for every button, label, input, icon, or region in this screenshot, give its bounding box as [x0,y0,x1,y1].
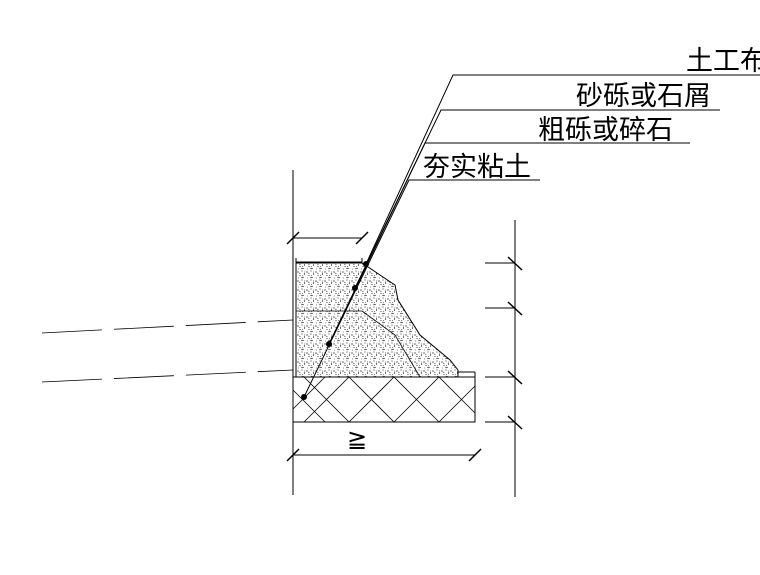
top-dimension-tick-right [355,231,369,245]
leader-dot-sand-gravel [352,285,358,291]
dashed-drain-lines [41,319,294,383]
leader-dot-geotextile [363,261,369,267]
inner-slope-line [296,310,421,378]
coarse-gravel-layer [292,376,476,423]
label-sand-gravel: 砂砾或石屑 [576,81,711,112]
top-dimension-tick-left [286,231,300,245]
leader-dot-coarse-gravel [326,341,332,347]
bottom-dimension-tick-right [468,448,482,462]
label-compacted-clay: 夯实粘土 [423,152,531,183]
bottom-dimension-tick-left [286,448,300,462]
sand-gravel-layer [295,262,459,378]
coarse-gravel-hatch [292,376,476,423]
geotextile-outline [295,258,363,263]
dimension-symbol: ≧ [347,425,367,453]
leader-lines [303,74,760,398]
label-geotextile: 土工布 [686,46,760,77]
right-elevation-ticks [485,256,523,430]
label-coarse-gravel: 粗砾或碎石 [538,115,673,146]
leader-dot-compacted-clay [301,394,307,400]
